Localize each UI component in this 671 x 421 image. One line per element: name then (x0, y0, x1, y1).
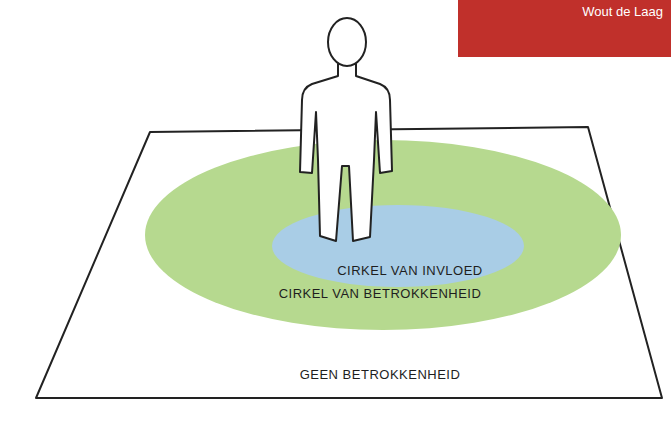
circle-of-influence: CIRKEL VAN INVLOED (272, 205, 524, 287)
region-label: GEEN BETROKKENHEID (300, 367, 461, 383)
region-label: CIRKEL VAN INVLOED (337, 263, 483, 279)
banner-box (458, 0, 671, 57)
banner-text: Wout de Laag (582, 4, 663, 20)
person-head (328, 18, 366, 66)
person-body (300, 64, 392, 241)
ellipse-fill (272, 205, 524, 287)
region-label: CIRKEL VAN BETROKKENHEID (279, 286, 482, 302)
